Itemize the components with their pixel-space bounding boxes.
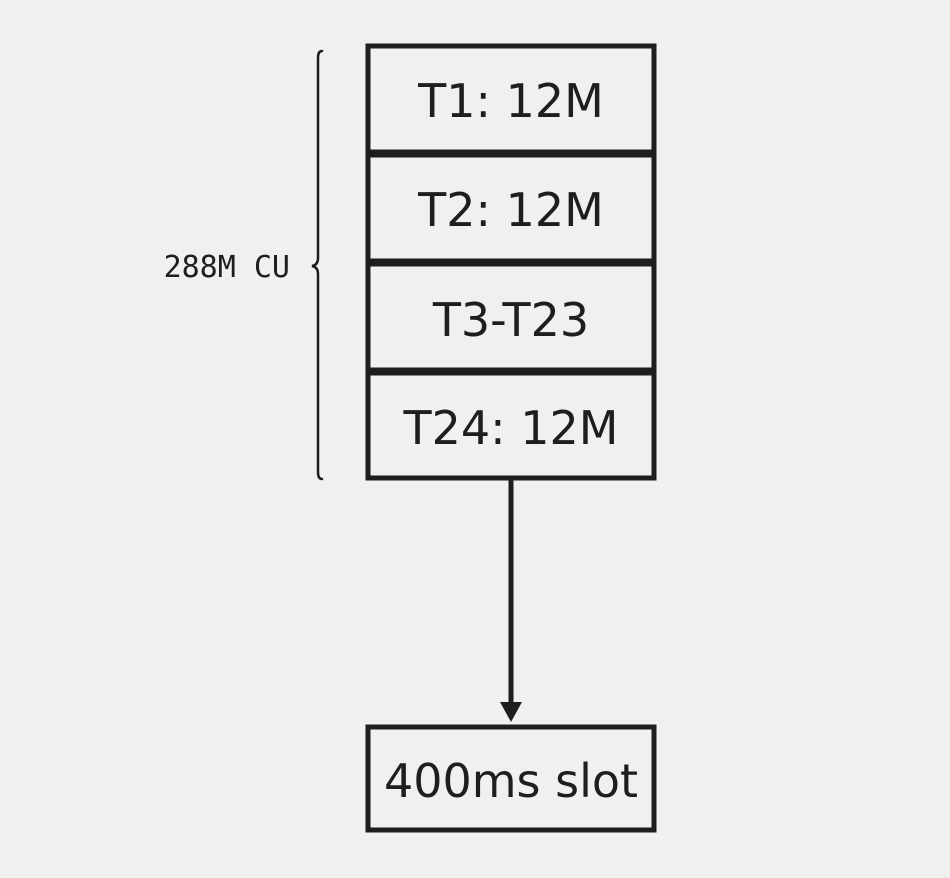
curly-brace — [311, 49, 324, 481]
slot-label: 400ms slot — [384, 754, 638, 808]
stack-row-label: T24: 12M — [403, 401, 619, 455]
total-cu-label: 288M CU — [164, 250, 290, 285]
stack-row-t1 — [365, 43, 657, 155]
stack-row-t3-t23 — [365, 261, 657, 373]
slot-box — [365, 724, 657, 833]
arrow-head-icon — [500, 702, 522, 722]
stack-row-t24 — [365, 370, 657, 481]
stack-row-label: T3-T23 — [432, 293, 589, 347]
stack-row-label: T2: 12M — [417, 183, 604, 237]
stack-row-label: T1: 12M — [417, 74, 604, 128]
transaction-stack: T1: 12M T2: 12M T3-T23 T24: 12M — [365, 43, 657, 481]
stack-row-t2 — [365, 152, 657, 264]
